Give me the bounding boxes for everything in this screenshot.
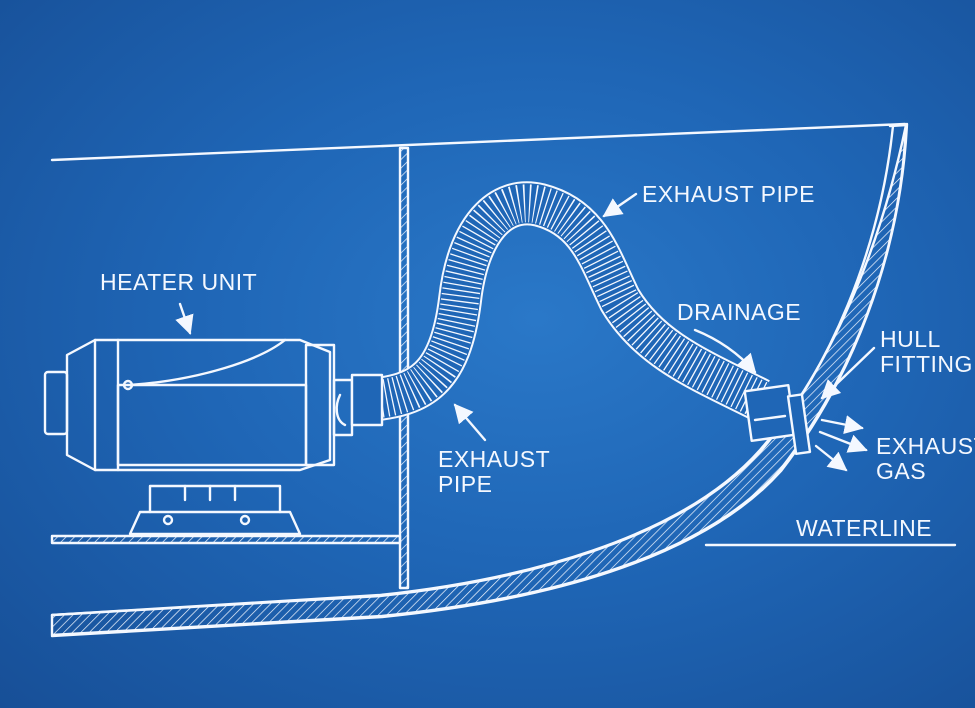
exhaust-gas-label: EXHAUST GAS [876, 433, 975, 484]
bulkhead [398, 146, 410, 590]
exhaust-top-arrow [602, 192, 638, 218]
heater-mount [128, 510, 302, 536]
drainage-arrow [693, 328, 757, 374]
exhaust-pipe-label-top: EXHAUST PIPE [642, 181, 816, 207]
heater-unit-label: HEATER UNIT [100, 269, 258, 295]
waterline-label: WATERLINE [796, 515, 933, 541]
hull-fitting-arrow [820, 346, 876, 400]
heater-unit [43, 338, 354, 472]
hull-fitting [743, 383, 812, 456]
exhaust-gas-arrows [814, 415, 868, 472]
heater-exhaust-connector [350, 373, 384, 427]
heater-platform [50, 534, 402, 545]
hull-fitting-label: HULL FITTING [880, 326, 973, 377]
deck-line [50, 122, 907, 162]
drainage-label: DRAINAGE [677, 299, 802, 325]
exhaust-pipe-label-mid: EXHAUST PIPE [438, 446, 551, 497]
exhaust-mid-arrow [453, 403, 487, 442]
heater-arrow [175, 302, 194, 335]
